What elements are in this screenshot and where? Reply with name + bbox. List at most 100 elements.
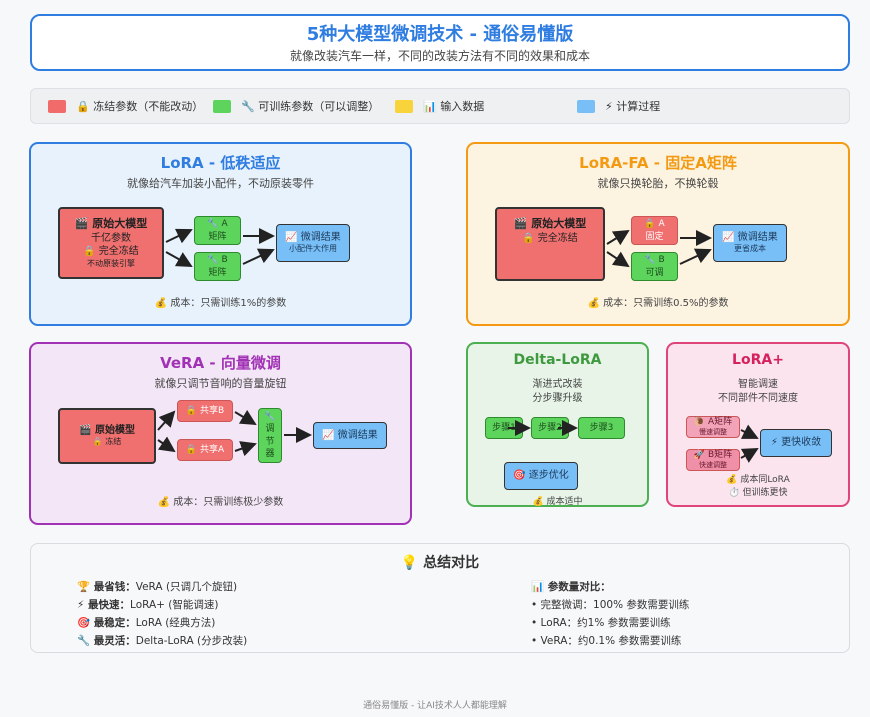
node-label: 🔒 完全冻结 bbox=[522, 232, 578, 244]
summary-head: 🎯 最稳定： bbox=[77, 617, 136, 629]
page-subtitle: 就像改装汽车一样，不同的改装方法有不同的效果和成本 bbox=[289, 49, 590, 63]
node-label: 固定 bbox=[645, 231, 664, 242]
node-label: 可调 bbox=[645, 267, 664, 278]
vera-card: VeRA - 向量微调 就像只调节音响的音量旋钮 🎬 原始模型 🔒 冻结 🔒 共… bbox=[29, 342, 412, 525]
legend-label: 🔧 可训练参数（可以调整） bbox=[241, 100, 380, 113]
node-label: 🔒 完全冻结 bbox=[83, 246, 139, 258]
node-label: 🔒 A bbox=[644, 219, 665, 230]
vera-title: VeRA - 向量微调 bbox=[160, 354, 281, 372]
node-label: 📈 微调结果 bbox=[285, 231, 341, 243]
node-label: 📈 微调结果 bbox=[722, 231, 778, 243]
summary-head: ⚡ 最快速： bbox=[77, 599, 131, 611]
lorafa-result: 📈 微调结果 更省成本 bbox=[713, 224, 787, 262]
lorafa-matrix-a: 🔒 A 固定 bbox=[631, 216, 678, 245]
node-label: 千亿参数 bbox=[91, 232, 131, 244]
lorafa-matrix-b: 🔧 B 可调 bbox=[631, 252, 678, 281]
lorafa-subtitle: 就像只换轮胎，不换轮毂 bbox=[597, 177, 719, 190]
lora-card: LoRA - 低秩适应 就像给汽车加装小配件，不动原装零件 🎬 原始大模型 千亿… bbox=[29, 142, 412, 326]
summary-right-title: 📊 参数量对比： bbox=[531, 581, 611, 593]
summary-right-item: • VeRA：约0.1% 参数需要训练 bbox=[531, 635, 682, 647]
loraplus-matrix-a: 🐌 A矩阵 慢速调整 bbox=[686, 416, 740, 438]
vera-shared-b: 🔒 共享B bbox=[177, 400, 233, 422]
lora-matrix-b: 🔧 B 矩阵 bbox=[194, 252, 241, 281]
loraplus-subtitle-1: 智能调速 bbox=[738, 379, 778, 390]
summary-text: Delta-LoRA (分步改装) bbox=[135, 635, 248, 647]
node-label: 🎬 原始大模型 bbox=[74, 216, 148, 230]
node-label: 🎬 原始模型 bbox=[79, 424, 135, 436]
legend-label: ⚡ 计算过程 bbox=[605, 100, 661, 113]
node-label: 🎬 原始大模型 bbox=[513, 217, 587, 230]
vera-base-model: 🎬 原始模型 🔒 冻结 bbox=[58, 408, 156, 464]
summary-left-item: 🔧 最灵活：Delta-LoRA (分步改装) bbox=[77, 633, 247, 648]
delta-step-3: 步骤3 bbox=[578, 417, 625, 439]
delta-title: Delta-LoRA bbox=[513, 352, 602, 368]
node-label: 🚀 B矩阵 bbox=[693, 450, 733, 461]
summary-left-item: 🎯 最稳定：LoRA (经典方法) bbox=[77, 615, 215, 630]
summary-text: LoRA (经典方法) bbox=[135, 617, 216, 629]
lora-title: LoRA - 低秩适应 bbox=[160, 154, 281, 172]
node-label: 🔧 A bbox=[207, 219, 228, 230]
vera-subtitle: 就像只调节音响的音量旋钮 bbox=[154, 377, 287, 390]
node-label: 矩阵 bbox=[208, 231, 227, 242]
legend-swatch-blue bbox=[577, 99, 595, 113]
node-label: 🔧 B bbox=[207, 255, 228, 266]
node-label: 快速调整 bbox=[699, 461, 727, 470]
summary-left-item: ⚡ 最快速：LoRA+ (智能调速) bbox=[77, 597, 219, 612]
summary-head: 🏆 最省钱： bbox=[77, 581, 136, 593]
lorafa-title: LoRA-FA - 固定A矩阵 bbox=[579, 154, 737, 172]
delta-optimize: 🎯 逐步优化 bbox=[504, 462, 578, 490]
vera-result: 📈 微调结果 bbox=[313, 422, 387, 449]
lora-base-model: 🎬 原始大模型 千亿参数 🔒 完全冻结 不动原装引擎 bbox=[58, 207, 164, 279]
summary-right-item: • 完整微调：100% 参数需要训练 bbox=[531, 599, 690, 611]
delta-subtitle-1: 渐进式改装 bbox=[532, 379, 583, 390]
footer-text: 通俗易懂版 - 让AI技术人人都能理解 bbox=[363, 701, 507, 711]
lorafa-cost: 💰 成本：只需训练0.5%的参数 bbox=[587, 298, 729, 309]
loraplus-cost-1: 💰 成本同LoRA bbox=[726, 475, 790, 485]
node-label: 小配件大作用 bbox=[289, 244, 337, 254]
delta-subtitle-2: 分步骤升级 bbox=[532, 393, 583, 404]
delta-card: Delta-LoRA 渐进式改装 分步骤升级 步骤1 步骤2 步骤3 🎯 逐步优… bbox=[466, 342, 649, 507]
node-label: 矩阵 bbox=[208, 267, 227, 278]
legend-swatch-yellow bbox=[395, 99, 413, 113]
loraplus-subtitle-2: 不同部件不同速度 bbox=[718, 393, 798, 404]
summary-right-item: • LoRA：约1% 参数需要训练 bbox=[531, 617, 671, 629]
lorafa-arrows bbox=[606, 229, 712, 268]
vera-shared-a: 🔒 共享A bbox=[177, 439, 233, 461]
loraplus-result: ⚡ 更快收敛 bbox=[760, 429, 832, 457]
lorafa-base-model: 🎬 原始大模型 🔒 完全冻结 bbox=[495, 207, 605, 281]
legend: 🔒 冻结参数（不能改动） 🔧 可训练参数（可以调整） 📊 输入数据 ⚡ 计算过程 bbox=[30, 88, 850, 124]
summary-head: 🔧 最灵活： bbox=[77, 635, 136, 647]
summary-text: VeRA (只调几个旋钮) bbox=[135, 581, 238, 593]
page-title: 5种大模型微调技术 - 通俗易懂版 bbox=[306, 24, 574, 45]
loraplus-title: LoRA+ bbox=[732, 352, 784, 368]
node-label: 更省成本 bbox=[734, 244, 766, 254]
lora-subtitle: 就像给汽车加装小配件，不动原装零件 bbox=[127, 177, 314, 190]
node-label: 🔧 B bbox=[644, 255, 665, 266]
legend-swatch-red bbox=[48, 99, 66, 113]
legend-label: 📊 输入数据 bbox=[423, 100, 485, 113]
legend-swatch-green bbox=[213, 99, 231, 113]
loraplus-arrows bbox=[740, 424, 759, 463]
summary-box: 💡 总结对比 🏆 最省钱：VeRA (只调几个旋钮) ⚡ 最快速：LoRA+ (… bbox=[30, 543, 850, 653]
node-label: 🐌 A矩阵 bbox=[693, 417, 733, 428]
delta-cost: 💰 成本适中 bbox=[532, 497, 583, 507]
lora-result: 📈 微调结果 小配件大作用 bbox=[276, 224, 350, 262]
node-label: 不动原装引擎 bbox=[87, 258, 135, 268]
delta-arrows bbox=[508, 420, 578, 436]
lora-matrix-a: 🔧 A 矩阵 bbox=[194, 216, 241, 245]
loraplus-card: LoRA+ 智能调速 不同部件不同速度 🐌 A矩阵 慢速调整 🚀 B矩阵 快速调… bbox=[666, 342, 850, 507]
legend-item-compute: ⚡ 计算过程 bbox=[577, 98, 660, 114]
lora-cost: 💰 成本：只需训练1%的参数 bbox=[154, 298, 287, 309]
lorafa-card: LoRA-FA - 固定A矩阵 就像只换轮胎，不换轮毂 🎬 原始大模型 🔒 完全… bbox=[466, 142, 850, 326]
vera-arrows bbox=[157, 409, 312, 457]
lora-arrows bbox=[165, 228, 275, 267]
loraplus-cost-2: ⏱️ 但训练更快 bbox=[728, 488, 788, 498]
node-label: 慢速调整 bbox=[699, 428, 727, 437]
summary-text: LoRA+ (智能调速) bbox=[130, 599, 219, 611]
loraplus-matrix-b: 🚀 B矩阵 快速调整 bbox=[686, 449, 740, 471]
summary-title: 💡 总结对比 bbox=[400, 555, 480, 571]
vera-tuner: 🔧 调 节 器 bbox=[258, 408, 282, 463]
node-label: 🔒 冻结 bbox=[92, 437, 122, 447]
legend-item-input: 📊 输入数据 bbox=[395, 98, 484, 114]
legend-item-trainable: 🔧 可训练参数（可以调整） bbox=[213, 98, 379, 114]
